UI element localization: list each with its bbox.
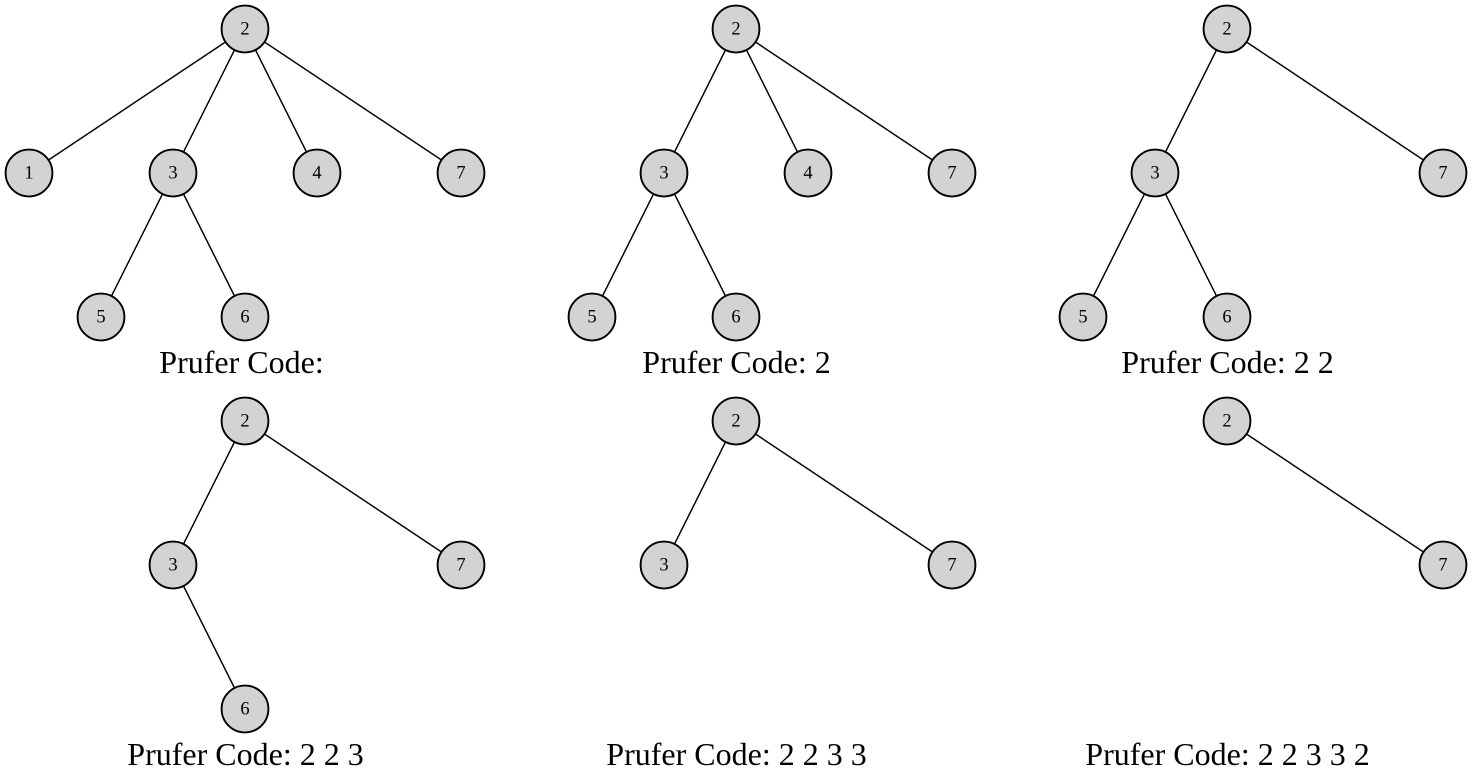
svg-text:5: 5 xyxy=(1078,308,1087,328)
svg-text:7: 7 xyxy=(456,164,465,184)
svg-text:Prufer Code: 2 2 3 3: Prufer Code: 2 2 3 3 xyxy=(606,736,866,772)
svg-text:Prufer Code: 2: Prufer Code: 2 xyxy=(642,344,830,380)
svg-text:Prufer Code: 2 2 3 3 2: Prufer Code: 2 2 3 3 2 xyxy=(1085,736,1369,772)
svg-text:1: 1 xyxy=(24,164,33,184)
svg-text:7: 7 xyxy=(947,556,956,576)
svg-text:Prufer Code:: Prufer Code: xyxy=(159,344,323,380)
svg-text:5: 5 xyxy=(587,308,596,328)
svg-text:7: 7 xyxy=(456,556,465,576)
svg-text:2: 2 xyxy=(1222,412,1231,432)
svg-text:3: 3 xyxy=(168,556,177,576)
svg-text:6: 6 xyxy=(240,308,249,328)
svg-text:4: 4 xyxy=(803,164,812,184)
svg-text:7: 7 xyxy=(1438,556,1447,576)
svg-text:3: 3 xyxy=(659,164,668,184)
svg-text:2: 2 xyxy=(240,20,249,40)
svg-text:3: 3 xyxy=(659,556,668,576)
svg-text:5: 5 xyxy=(96,308,105,328)
svg-text:Prufer Code: 2 2 3: Prufer Code: 2 2 3 xyxy=(127,736,363,772)
svg-text:7: 7 xyxy=(947,164,956,184)
svg-text:4: 4 xyxy=(312,164,321,184)
svg-text:6: 6 xyxy=(1222,308,1231,328)
svg-text:2: 2 xyxy=(240,412,249,432)
svg-text:6: 6 xyxy=(240,700,249,720)
svg-text:2: 2 xyxy=(1222,20,1231,40)
svg-text:3: 3 xyxy=(168,164,177,184)
svg-text:7: 7 xyxy=(1438,164,1447,184)
svg-text:Prufer Code: 2 2: Prufer Code: 2 2 xyxy=(1121,344,1333,380)
svg-text:3: 3 xyxy=(1150,164,1159,184)
svg-text:2: 2 xyxy=(731,412,740,432)
svg-text:2: 2 xyxy=(731,20,740,40)
svg-text:6: 6 xyxy=(731,308,740,328)
